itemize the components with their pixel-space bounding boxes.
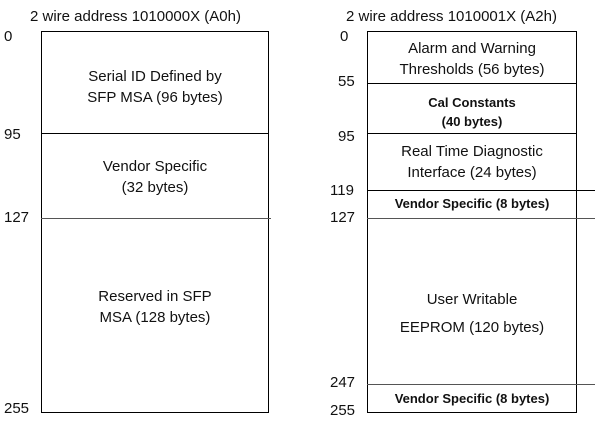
left-divider-127 xyxy=(41,218,271,219)
right-section-eeprom-line1: User Writable xyxy=(426,291,518,308)
left-section-reserved-line1: Reserved in SFP xyxy=(98,288,212,305)
right-divider-95 xyxy=(367,133,577,134)
right-section-real-time-diagnostic: Real Time Diagnostic Interface (24 bytes… xyxy=(367,141,577,183)
right-address-55: 55 xyxy=(338,73,355,90)
right-section-cal-constants: Cal Constants (40 bytes) xyxy=(367,93,577,131)
right-address-119: 119 xyxy=(330,182,354,199)
left-section-vendor-specific: Vendor Specific (32 bytes) xyxy=(41,156,269,198)
left-section-vendor-specific-line2: (32 bytes) xyxy=(121,179,189,196)
right-section-vendor2-line1: Vendor Specific (8 bytes) xyxy=(394,391,550,406)
right-section-rtd-line2: Interface (24 bytes) xyxy=(407,164,537,181)
right-divider-247 xyxy=(367,384,595,385)
left-section-serial-id-line2: SFP MSA (96 bytes) xyxy=(87,89,223,106)
left-section-vendor-specific-line1: Vendor Specific xyxy=(102,158,208,175)
right-address-247: 247 xyxy=(330,374,356,391)
right-diagram-title: 2 wire address 1010001X (A2h) xyxy=(346,8,557,25)
right-address-95: 95 xyxy=(338,128,355,145)
left-divider-95 xyxy=(41,133,269,134)
right-section-user-eeprom: User Writable EEPROM (120 bytes) xyxy=(367,286,577,342)
right-section-vendor1-line1: Vendor Specific (8 bytes) xyxy=(394,196,550,211)
left-section-reserved: Reserved in SFP MSA (128 bytes) xyxy=(41,286,269,328)
left-memory-map-box xyxy=(41,31,269,413)
right-section-cal-line2: (40 bytes) xyxy=(441,114,503,129)
left-section-serial-id: Serial ID Defined by SFP MSA (96 bytes) xyxy=(41,66,269,108)
left-address-95: 95 xyxy=(4,126,21,143)
right-divider-127 xyxy=(367,218,595,219)
left-address-127: 127 xyxy=(4,209,30,226)
right-section-vendor-specific-2: Vendor Specific (8 bytes) xyxy=(367,389,577,408)
left-address-0: 0 xyxy=(4,28,13,45)
right-section-vendor-specific-1: Vendor Specific (8 bytes) xyxy=(367,194,577,213)
right-address-0: 0 xyxy=(340,28,349,45)
left-section-serial-id-line1: Serial ID Defined by xyxy=(88,68,222,85)
right-memory-map-box xyxy=(367,31,577,413)
right-section-cal-line1: Cal Constants xyxy=(428,95,516,110)
right-divider-119 xyxy=(367,190,595,191)
right-section-eeprom-line2: EEPROM (120 bytes) xyxy=(399,319,545,336)
right-section-alarm-line2: Thresholds (56 bytes) xyxy=(399,61,545,78)
right-section-alarm-thresholds: Alarm and Warning Thresholds (56 bytes) xyxy=(367,38,577,80)
right-divider-55 xyxy=(367,83,577,84)
left-diagram-title: 2 wire address 1010000X (A0h) xyxy=(30,8,241,25)
left-section-reserved-line2: MSA (128 bytes) xyxy=(99,309,211,326)
right-address-255: 255 xyxy=(330,402,356,419)
right-section-alarm-line1: Alarm and Warning xyxy=(408,40,536,57)
right-section-rtd-line1: Real Time Diagnostic xyxy=(401,143,543,160)
right-address-127: 127 xyxy=(330,209,356,226)
left-address-255: 255 xyxy=(4,400,30,417)
